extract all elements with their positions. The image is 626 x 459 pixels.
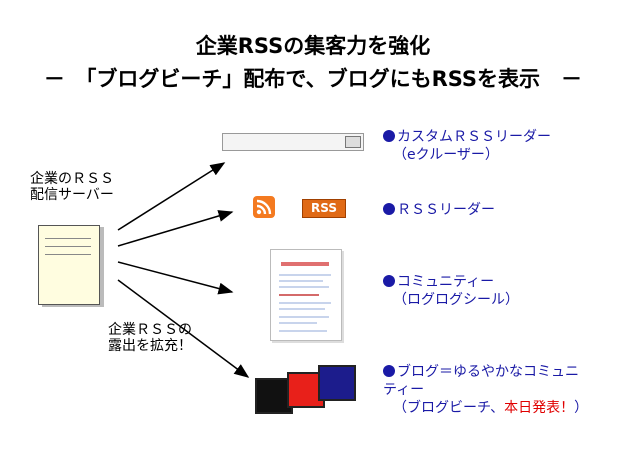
- community-page-icon: [270, 249, 342, 341]
- bullet-icon: [383, 365, 395, 377]
- expose-label-line-2: 露出を拡充！: [108, 338, 192, 354]
- announcement-highlight: 本日発表！: [504, 400, 575, 416]
- target-label: ＲＳＳリーダー: [397, 202, 495, 218]
- blog-icon-black: [255, 378, 293, 414]
- target-custom-reader: カスタムＲＳＳリーダー （eクルーザー）: [383, 128, 551, 164]
- title-line-2: － 「ブログビーチ」配布で、ブログにもRSSを表示 －: [43, 67, 583, 91]
- server-label-line-2: 配信サーバー: [30, 187, 114, 203]
- target-community: コミュニティー （ログログシール）: [383, 273, 519, 309]
- target-sub-label: （ログログシール）: [393, 292, 519, 308]
- target-blog: ブログ＝ゆるやかなコミュニ ティー （ブログビーチ、本日発表！）: [383, 363, 588, 417]
- target-rss-reader: ＲＳＳリーダー: [383, 201, 495, 219]
- rss-badge: RSS: [302, 199, 346, 218]
- target-label: コミュニティー: [397, 274, 495, 290]
- expose-label-line-1: 企業ＲＳＳの: [108, 322, 192, 338]
- bullet-icon: [383, 130, 395, 142]
- arrow-to-rss: [117, 210, 234, 247]
- target-label: ブログ＝ゆるやかなコミュニ: [397, 364, 579, 380]
- target-sub-label: （ブログビーチ、: [393, 400, 505, 416]
- server-icon: [38, 225, 100, 305]
- target-sub-label-end: ）: [574, 400, 589, 416]
- reader-search-bar-icon: [222, 133, 364, 151]
- arrow-to-community: [117, 261, 234, 295]
- target-label-cont: ティー: [383, 382, 425, 398]
- server-label: 企業のＲＳＳ 配信サーバー: [30, 171, 114, 203]
- arrow-to-reader: [117, 162, 226, 231]
- blog-icon-navy: [318, 365, 356, 401]
- target-sub-label: （eクルーザー）: [393, 147, 499, 163]
- rss-feed-icon: [253, 196, 275, 218]
- server-label-line-1: 企業のＲＳＳ: [30, 171, 114, 187]
- target-label: カスタムＲＳＳリーダー: [397, 129, 551, 145]
- bullet-icon: [383, 203, 395, 215]
- title-line-1: 企業RSSの集客力を強化: [195, 34, 431, 58]
- bullet-icon: [383, 275, 395, 287]
- arrow-to-blog: [117, 279, 250, 378]
- expose-label: 企業ＲＳＳの 露出を拡充！: [108, 322, 192, 354]
